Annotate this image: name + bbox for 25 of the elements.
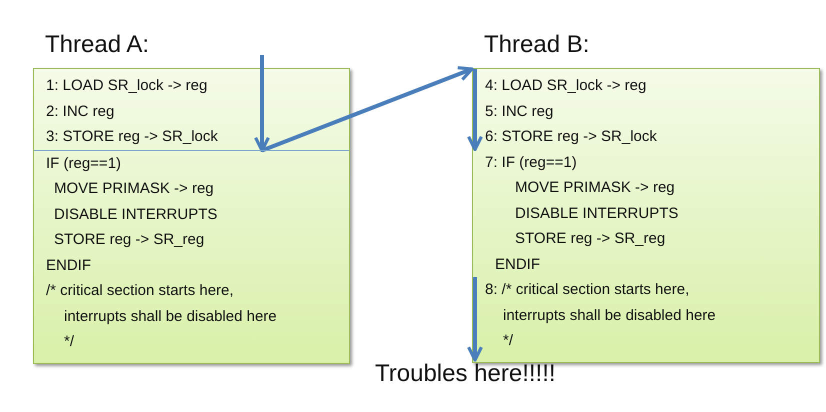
code-line: ENDIF <box>473 252 819 277</box>
code-line: 4: LOAD SR_lock -> reg <box>473 73 819 98</box>
code-line: 1: LOAD SR_lock -> reg <box>34 73 349 98</box>
code-line: STORE reg -> SR_reg <box>34 227 349 252</box>
code-line: DISABLE INTERRUPTS <box>473 200 819 226</box>
code-line: DISABLE INTERRUPTS <box>34 202 349 227</box>
arrow <box>254 55 270 152</box>
thread-heading: Thread A: <box>44 30 150 60</box>
code-line: 6: STORE reg -> SR_lock <box>473 124 819 150</box>
arrow <box>261 66 474 152</box>
code-line: 7: IF (reg==1) <box>473 150 819 175</box>
code-line: ENDIF <box>34 252 349 278</box>
arrow <box>467 277 483 362</box>
code-line: 2: INC reg <box>34 98 349 124</box>
code-line: MOVE PRIMASK -> reg <box>34 176 349 202</box>
code-line: STORE reg -> SR_reg <box>473 226 819 252</box>
note-text: Troubles here!!!!! <box>375 360 556 388</box>
code-line: IF (reg==1) <box>34 150 349 176</box>
code-line: 3: STORE reg -> SR_lock <box>34 124 349 150</box>
code-line: MOVE PRIMASK -> reg <box>473 175 819 200</box>
arrow <box>467 69 483 152</box>
code-line: 8: /* critical section starts here, interrupts shall be disabled here */ <box>473 277 723 354</box>
code-line: 5: INC reg <box>473 98 819 124</box>
thread-heading: Thread B: <box>483 30 590 60</box>
code-line: /* critical section starts here, interrupts shall be disabled here */ <box>34 278 284 354</box>
